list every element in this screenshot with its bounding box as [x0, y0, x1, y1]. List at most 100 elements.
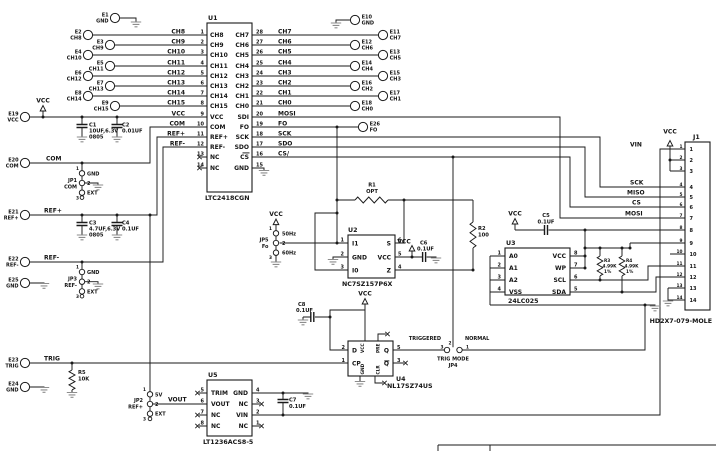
u1-p28-name: CH7	[235, 32, 249, 39]
c7-val: 0.1UF	[289, 404, 306, 410]
ground-icon	[270, 261, 282, 268]
j1-out6: 6	[680, 202, 683, 208]
ground-icon	[258, 169, 270, 176]
jp4-idx1: 1	[466, 344, 469, 350]
u1-left-wires	[29, 17, 207, 284]
u3-vcc: VCC	[553, 253, 567, 260]
u1-p10-name: COM	[210, 124, 226, 131]
net-mosi: MOSI	[278, 111, 296, 118]
u1-p12-name: REF-	[210, 144, 226, 151]
net-ch14: CH14	[167, 90, 185, 97]
j1-net-cs: CS	[632, 200, 641, 207]
u2-n5: 5	[398, 252, 402, 258]
u3-scl: SCL	[553, 277, 566, 284]
u3-n2: 2	[498, 263, 502, 269]
j1-in8: 8	[690, 228, 694, 234]
net-ch10: CH10	[167, 49, 185, 56]
u4-part: NL17SZ74US	[387, 383, 433, 390]
c3-symbol	[76, 221, 88, 227]
ground-icon	[111, 234, 123, 241]
vcc-label: VCC	[36, 98, 50, 105]
c6-symbol	[421, 252, 427, 262]
e5-ref: E5	[97, 61, 104, 67]
u1-p17-num: 17	[256, 142, 263, 148]
jp2-name: REF+	[128, 405, 143, 411]
e9-ref: E9	[102, 101, 109, 107]
jp5-ref: JP5	[258, 238, 269, 244]
u1-p4-name: CH11	[210, 63, 228, 70]
vcc-label: VCC	[358, 291, 372, 298]
u1-p16-name: CS	[240, 154, 249, 161]
u4-clr: CLR	[376, 365, 382, 375]
jp4-pin1	[456, 346, 463, 354]
jp2-pin2	[146, 400, 154, 408]
u1-p1-name: CH8	[210, 32, 224, 39]
r5-val: 10K	[78, 377, 90, 383]
r3-val: 4.99K	[603, 264, 618, 270]
r4-tol: 1%	[626, 269, 634, 275]
ground-icon	[662, 300, 674, 307]
c3-val: 4.7UF,6.3V	[89, 227, 120, 233]
refm-net-label: REF-	[44, 255, 60, 262]
jp1-idx3: 3	[76, 196, 79, 202]
u2-body	[347, 234, 396, 279]
net-sck: SCK	[278, 131, 292, 138]
jp2-ref: JP2	[133, 398, 144, 404]
e8-ref: E8	[75, 91, 82, 97]
testpoint-e4	[82, 49, 94, 61]
net-ch3: CH3	[278, 70, 292, 77]
testpoint-e23	[19, 357, 31, 369]
u1-p18-name: SCK	[236, 134, 250, 141]
vcc-icon	[361, 298, 369, 311]
testpoint-e10	[349, 14, 361, 26]
u2-ref: U2	[348, 227, 358, 234]
e23-ref: E23	[8, 358, 19, 364]
u5-vin: VIN	[236, 412, 248, 419]
refp-net-label: REF+	[44, 208, 62, 215]
net-ch6: CH6	[278, 39, 292, 46]
vcc-label: VCC	[397, 239, 411, 246]
u5-body	[206, 379, 253, 437]
net-ch2: CH2	[278, 80, 292, 87]
u4-cp-num: 1	[342, 358, 346, 364]
u1-p19-num: 19	[256, 122, 263, 128]
jp2-p1-label: 5V	[155, 392, 162, 398]
ground-icon	[327, 258, 339, 265]
u1-p20-name: SDI	[237, 114, 249, 121]
j1-out10: 10	[677, 249, 683, 255]
c4-ref: C4	[122, 221, 130, 227]
testpoint-e15	[377, 70, 389, 82]
e10-ref: E10	[362, 15, 373, 21]
vcc-icon	[408, 245, 416, 258]
e19-ref: E19	[8, 112, 19, 118]
e21-ref: E21	[8, 210, 19, 216]
e24-net: GND	[6, 388, 18, 394]
u3-n3: 3	[498, 275, 502, 281]
e22-ref: E22	[8, 257, 19, 263]
ground-icon	[92, 283, 104, 290]
e18-ref: E18	[362, 101, 373, 107]
r4-symbol	[618, 255, 626, 277]
e2-ref: E2	[75, 30, 82, 36]
net-fo: FO	[278, 121, 287, 128]
jp2-pin1	[146, 391, 154, 398]
e14-net: CH4	[362, 67, 374, 73]
e8-net: CH14	[67, 97, 82, 103]
jp2-pin3	[146, 410, 154, 417]
e22-net: REF-	[6, 263, 19, 269]
u5-n5: 5	[201, 388, 205, 394]
u3-part: 24LC025	[508, 298, 539, 305]
e13-net: CH5	[390, 56, 402, 62]
j1-out13: 13	[677, 283, 683, 289]
u2-vcc: VCC	[378, 255, 392, 262]
u1-ref: U1	[208, 15, 218, 22]
testpoint-e26	[357, 121, 369, 133]
ground-icon	[92, 184, 104, 191]
e15-net: CH3	[390, 77, 402, 83]
net-refp: REF+	[167, 131, 185, 138]
e1-net: GND	[96, 19, 108, 25]
u5-n2: 2	[256, 410, 260, 416]
u1-p24-num: 24	[256, 71, 263, 77]
vcc-icon	[666, 140, 674, 153]
ground-icon	[111, 136, 123, 143]
